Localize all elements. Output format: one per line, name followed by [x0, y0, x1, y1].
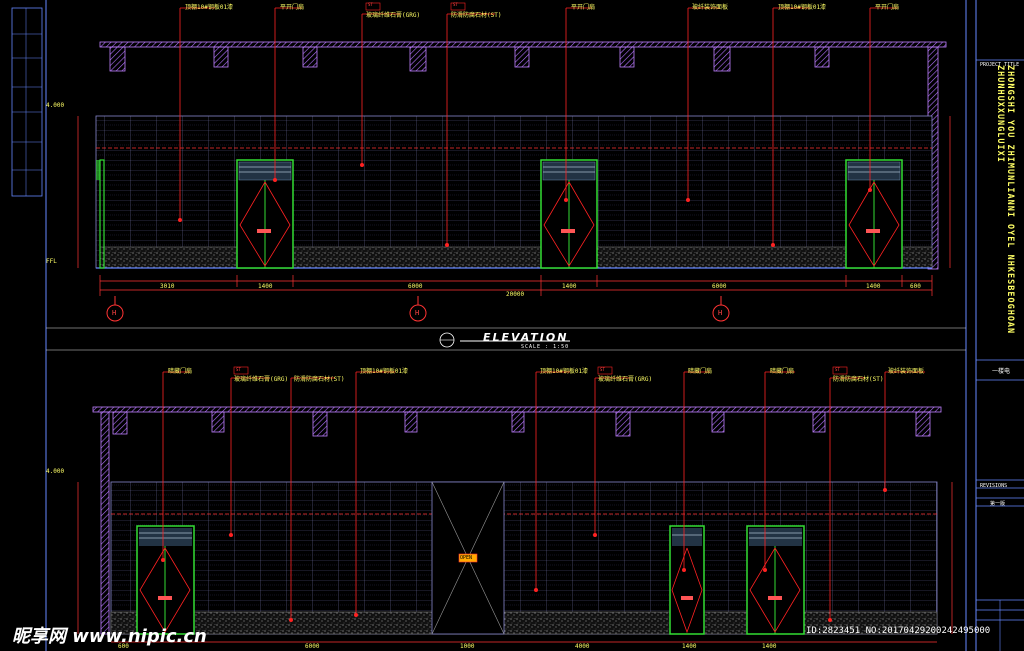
- elevation-scale: SCALE : 1:50: [521, 344, 570, 350]
- door-2: [540, 159, 598, 269]
- annotation-bottom-6-tag: ST: [600, 367, 605, 372]
- dim-bottom-2: 6000: [305, 643, 320, 650]
- dim-bottom-6: 1400: [762, 643, 777, 650]
- door-3: [845, 159, 903, 269]
- annotation-top-4-tag: ST: [453, 2, 458, 7]
- watermark-brand: 昵享网 www.nipic.cn: [12, 626, 207, 647]
- door-5: [669, 525, 705, 635]
- annotation-leaders-top: [179, 7, 898, 245]
- annotation-top-3-tag: ST: [368, 2, 373, 7]
- annotation-bottom-2: 玻璃纤维石膏(GRG): [234, 376, 289, 383]
- dim-bottom-3: 1000: [460, 643, 475, 650]
- door-1: [236, 159, 294, 269]
- dim-top-total: 20000: [506, 291, 525, 298]
- dim-top-2: 1400: [258, 283, 273, 290]
- bottom-elevation: [77, 366, 953, 643]
- annotation-top-1: 顶棚10#钢板01漆: [185, 4, 234, 11]
- annotation-leaders-bottom: [162, 371, 925, 620]
- annotation-bottom-9-tag: ST: [835, 367, 840, 372]
- dim-top-5: 6000: [712, 283, 727, 290]
- elevation-title: ELEVATION: [483, 331, 569, 344]
- annotation-bottom-9: 防滑防腐石材(ST): [833, 376, 884, 383]
- annotation-top-4: 防滑防腐石材(ST): [451, 12, 502, 19]
- revision-value: 第一版: [990, 501, 1006, 507]
- annotation-bottom-8: 暗藏门扇: [770, 368, 795, 375]
- dim-top-4: 1400: [562, 283, 577, 290]
- door-4: [136, 525, 195, 635]
- annotation-bottom-3: 防滑防腐石材(ST): [294, 376, 345, 383]
- dim-top-7: 600: [910, 283, 921, 290]
- wall-panel-grid: [95, 115, 933, 269]
- top-elevation: [77, 2, 951, 322]
- level-mark-bottom: 4.000: [46, 468, 65, 475]
- annotation-bottom-2-tag: ST: [236, 367, 241, 372]
- section-marker-1: H: [112, 309, 117, 317]
- annotation-top-8: 平开门扇: [875, 4, 900, 11]
- annotation-top-2: 平开门扇: [280, 4, 305, 11]
- drawing-border: [45, 0, 977, 651]
- project-title-vertical: ZHONGSHI YOU ZHIMUNLIANNI OYEL NHKESBEOG…: [995, 65, 1015, 335]
- title-block: [976, 59, 1024, 651]
- floor-label: FFL: [46, 258, 57, 265]
- dim-top-3: 6000: [408, 283, 423, 290]
- dim-bottom-4: 4000: [575, 643, 590, 650]
- annotation-top-7: 顶棚10#钢板01漆: [778, 4, 827, 11]
- annotation-bottom-10: 玻纤装饰面板: [888, 368, 925, 375]
- annotation-top-6: 玻纤装饰面板: [692, 4, 729, 11]
- sheet-label: 一楼电: [992, 368, 1011, 375]
- dim-top-1: 3010: [160, 283, 175, 290]
- section-marker-3: H: [718, 309, 723, 317]
- dimension-chain-top: [77, 116, 951, 296]
- dim-bottom-5: 1400: [682, 643, 697, 650]
- watermark-info: ID:2823451 NO:20170429200242495000: [806, 626, 991, 636]
- section-marker-2: H: [415, 309, 420, 317]
- annotation-bottom-7: 暗藏门扇: [688, 368, 713, 375]
- left-legend-table: [11, 7, 43, 197]
- base-stone: [99, 246, 933, 269]
- annotation-top-3: 玻璃纤维石膏(GRG): [366, 12, 421, 19]
- dim-bottom-1: 600: [118, 643, 129, 650]
- dim-top-6: 1400: [866, 283, 881, 290]
- project-title-label: PROJECT TITLE: [980, 62, 1020, 68]
- section-markers-top: [106, 296, 730, 322]
- open-area: [431, 481, 505, 635]
- annotation-bottom-6: 玻璃纤维石膏(GRG): [598, 376, 653, 383]
- door-6: [746, 525, 805, 635]
- annotation-top-5: 平开门扇: [571, 4, 596, 11]
- level-mark-top: 4.000: [46, 102, 65, 109]
- annotation-bottom-5: 顶棚10#钢板01漆: [540, 368, 589, 375]
- open-label: OPEN: [460, 555, 473, 561]
- annotation-bottom-4: 顶棚10#钢板01漆: [360, 368, 409, 375]
- annotation-bottom-1: 暗藏门扇: [168, 368, 193, 375]
- ceiling-slab: [99, 41, 947, 48]
- revisions-label: REVISIONS: [980, 483, 1008, 489]
